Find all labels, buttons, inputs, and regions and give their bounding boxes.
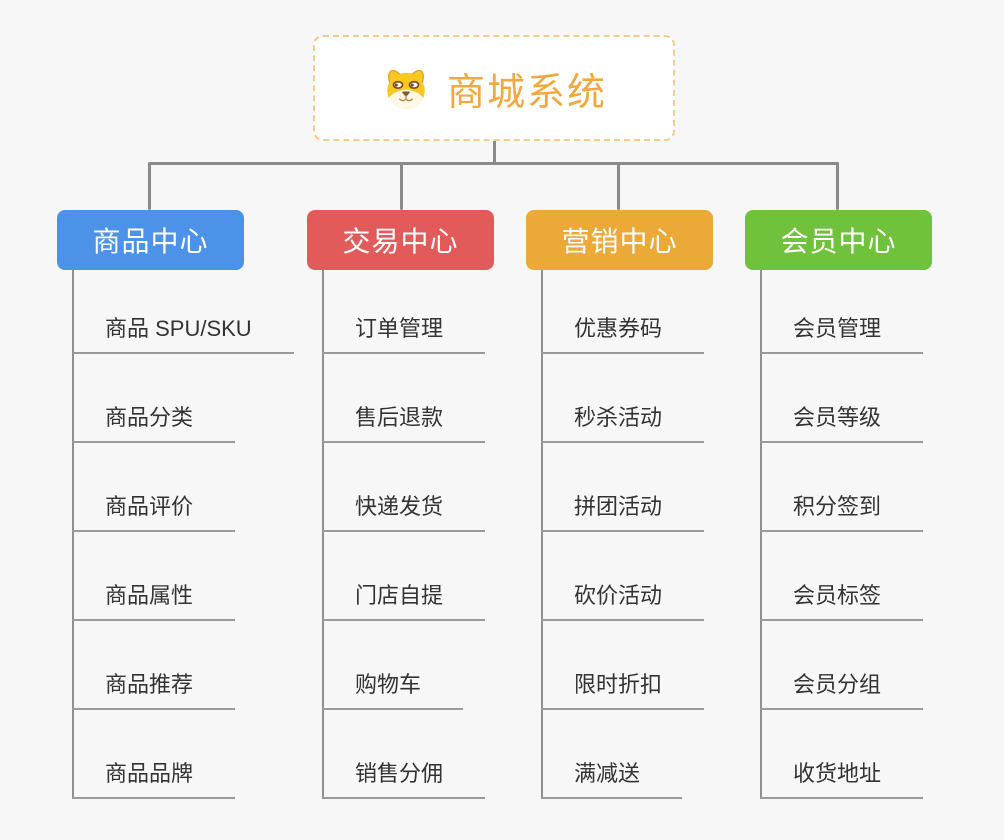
topic-item: 销售分佣 (322, 710, 486, 799)
branch-trunk-line (541, 270, 543, 799)
branch-product-center: 商品中心 商品 SPU/SKU 商品分类 商品评价 商品属性 商品推荐 商品品牌 (57, 210, 317, 810)
branch-trunk-line (72, 270, 74, 799)
topic-item: 会员分组 (760, 621, 924, 710)
topic-label[interactable]: 会员标签 (760, 578, 924, 621)
connector-drop-4 (836, 163, 839, 210)
topic-label[interactable]: 满减送 (541, 756, 683, 799)
topic-label[interactable]: 售后退款 (322, 400, 486, 443)
topic-label[interactable]: 快递发货 (322, 489, 486, 532)
connector-drop-3 (617, 163, 620, 210)
branch-header-member[interactable]: 会员中心 (745, 210, 932, 270)
topic-item: 会员等级 (760, 354, 924, 443)
topic-label[interactable]: 门店自提 (322, 578, 486, 621)
topic-item: 秒杀活动 (541, 354, 705, 443)
branch-header-marketing[interactable]: 营销中心 (526, 210, 713, 270)
topic-item: 砍价活动 (541, 532, 705, 621)
topic-label[interactable]: 砍价活动 (541, 578, 705, 621)
topic-item: 积分签到 (760, 443, 924, 532)
shiba-dog-icon (381, 65, 431, 111)
topic-label[interactable]: 购物车 (322, 667, 464, 710)
topic-label[interactable]: 秒杀活动 (541, 400, 705, 443)
topic-item: 优惠券码 (541, 270, 705, 354)
root-title: 商城系统 (446, 71, 607, 114)
topic-label[interactable]: 商品推荐 (72, 667, 236, 710)
branch-trunk-line (322, 270, 324, 799)
connector-drop-2 (400, 163, 403, 210)
topic-item: 购物车 (322, 621, 485, 710)
topic-item: 门店自提 (322, 532, 486, 621)
topic-item: 收货地址 (760, 710, 924, 799)
branch-header-trade[interactable]: 交易中心 (307, 210, 494, 270)
topic-item: 会员标签 (760, 532, 924, 621)
branch-member-center: 会员中心 会员管理 会员等级 积分签到 会员标签 会员分组 收货地址 (745, 210, 1004, 810)
topic-item: 会员管理 (760, 270, 924, 354)
connector-bus (148, 162, 839, 165)
topic-item: 商品属性 (72, 532, 294, 621)
topic-item: 商品品牌 (72, 710, 294, 799)
topic-item: 快递发货 (322, 443, 486, 532)
topic-item: 订单管理 (322, 270, 486, 354)
root-node[interactable]: 商城系统 (313, 35, 675, 141)
topic-label[interactable]: 订单管理 (322, 311, 486, 354)
topic-item: 拼团活动 (541, 443, 705, 532)
branch-trade-center: 交易中心 订单管理 售后退款 快递发货 门店自提 购物车 销售分佣 (307, 210, 567, 810)
topic-item: 商品 SPU/SKU (72, 270, 294, 354)
topic-item: 商品评价 (72, 443, 294, 532)
topic-label[interactable]: 商品分类 (72, 400, 236, 443)
topic-item: 商品推荐 (72, 621, 294, 710)
branch-marketing-center: 营销中心 优惠券码 秒杀活动 拼团活动 砍价活动 限时折扣 满减送 (526, 210, 786, 810)
connector-root-stub (493, 140, 496, 164)
topic-label[interactable]: 会员等级 (760, 400, 924, 443)
topic-label[interactable]: 积分签到 (760, 489, 924, 532)
topic-label[interactable]: 优惠券码 (541, 311, 705, 354)
connector-drop-1 (148, 163, 151, 210)
topic-item: 售后退款 (322, 354, 486, 443)
topic-label[interactable]: 收货地址 (760, 756, 924, 799)
branch-header-product[interactable]: 商品中心 (57, 210, 244, 270)
topic-label[interactable]: 销售分佣 (322, 756, 486, 799)
topic-label[interactable]: 拼团活动 (541, 489, 705, 532)
topic-label[interactable]: 商品 SPU/SKU (72, 311, 294, 354)
topic-item: 满减送 (541, 710, 704, 799)
topic-item: 商品分类 (72, 354, 294, 443)
topic-label[interactable]: 商品品牌 (72, 756, 236, 799)
topic-label[interactable]: 限时折扣 (541, 667, 705, 710)
branch-trunk-line (760, 270, 762, 799)
topic-label[interactable]: 会员管理 (760, 311, 924, 354)
topic-label[interactable]: 会员分组 (760, 667, 924, 710)
topic-label[interactable]: 商品评价 (72, 489, 236, 532)
topic-item: 限时折扣 (541, 621, 705, 710)
topic-label[interactable]: 商品属性 (72, 578, 236, 621)
